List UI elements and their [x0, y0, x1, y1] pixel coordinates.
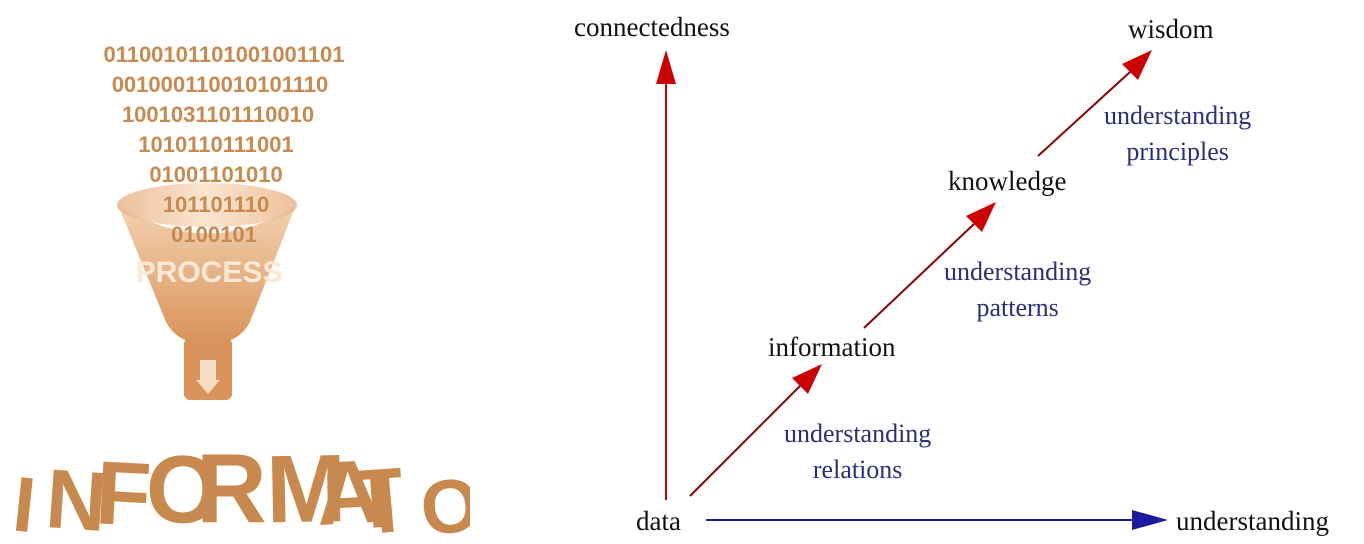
funnel-illustration: 01100101101001001101 001000110010101110 …: [9, 42, 470, 544]
binary-stream: 01100101101001001101 001000110010101110 …: [103, 42, 344, 247]
transition-line: understanding: [784, 419, 932, 448]
information-wordmark: I N F O R M A T I O N: [9, 433, 470, 544]
information-to-knowledge-arrow: [863, 202, 996, 329]
binary-line: 01100101101001001101: [103, 42, 344, 67]
binary-line: 01001101010: [149, 162, 282, 187]
dikw-diagram: connectedness data understanding informa…: [560, 0, 1364, 544]
understanding-relations-label: understanding relations: [784, 416, 931, 488]
understanding-principles-label: understanding principles: [1104, 98, 1251, 170]
understanding-patterns-label: understanding patterns: [944, 254, 1091, 326]
transition-line: understanding: [944, 257, 1092, 286]
transition-line: relations: [812, 455, 903, 484]
wordmark-letter: O: [145, 436, 222, 544]
information-node: information: [768, 332, 896, 362]
funnel-icon: [117, 183, 297, 400]
wordmark-letter: A: [314, 442, 384, 544]
knowledge-to-wisdom-arrow: [1037, 50, 1152, 157]
understanding-axis-arrow: [706, 510, 1168, 530]
knowledge-node: knowledge: [948, 166, 1067, 196]
data-label: data: [636, 506, 681, 536]
data-to-information-arrow: [689, 364, 822, 497]
connectedness-label: connectedness: [574, 12, 730, 42]
binary-line: 1010110111001: [138, 132, 293, 157]
transition-line: understanding: [1104, 101, 1252, 130]
wordmark-letter: F: [93, 443, 153, 544]
transition-line: patterns: [976, 293, 1059, 322]
wordmark-letter: T: [349, 450, 407, 544]
wordmark-letter: I: [9, 460, 40, 544]
wordmark-letter: R: [196, 433, 267, 543]
understanding-label: understanding: [1176, 506, 1329, 536]
process-label: PROCESS: [136, 256, 283, 289]
wordmark-letter: M: [265, 435, 347, 543]
wordmark-letter: O: [417, 462, 470, 544]
wisdom-node: wisdom: [1128, 14, 1214, 44]
connectedness-axis-arrow: [656, 50, 676, 500]
binary-line: 101101110: [163, 192, 269, 217]
binary-line: 1001031101110010: [122, 102, 314, 127]
binary-line: 001000110010101110: [112, 72, 329, 97]
wordmark-letter: N: [43, 451, 110, 544]
dikw-arrows: [656, 50, 1168, 530]
transition-line: principles: [1126, 137, 1229, 166]
binary-line: 0100101: [171, 222, 257, 247]
